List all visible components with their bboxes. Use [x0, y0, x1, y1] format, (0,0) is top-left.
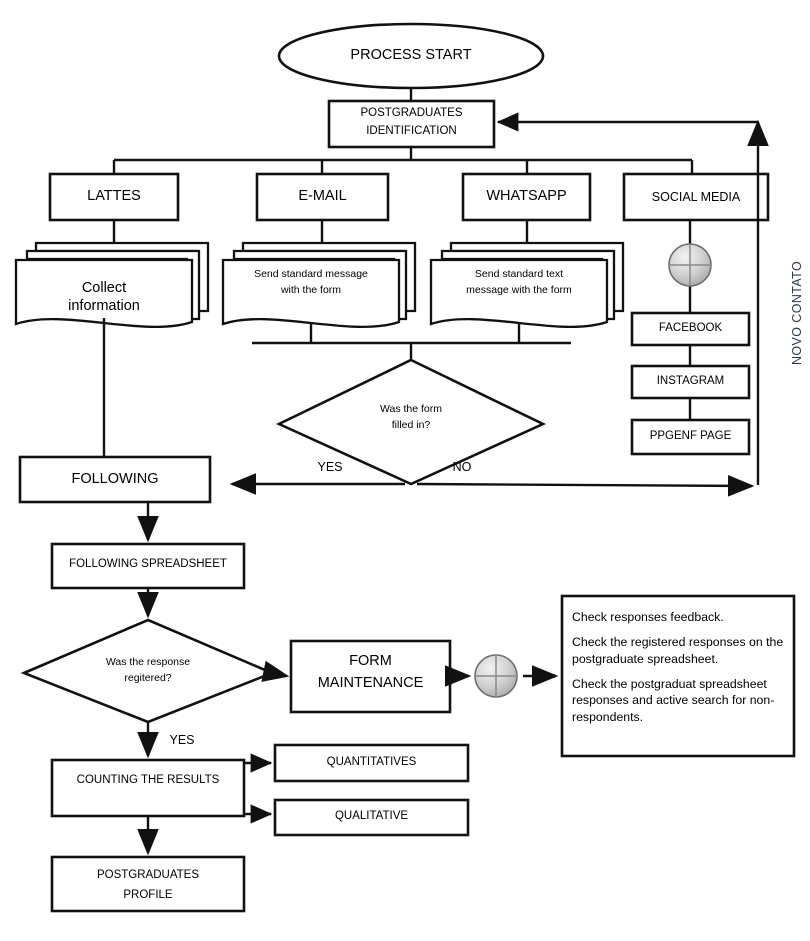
node-postgraduates-identification: [327, 99, 496, 149]
edge-no-branch: [416, 475, 755, 497]
label-novo-contato: NOVO CONTATO: [790, 260, 804, 365]
node-form-maintenance: [289, 639, 452, 714]
node-following-spreadsheet: [50, 542, 246, 590]
note-line-2: Check the registered responses on the po…: [572, 635, 784, 666]
edge-decision-to-form-maintenance: [261, 660, 290, 682]
note-panel-box: [560, 594, 796, 758]
node-ppgenf-page: [630, 418, 751, 456]
node-send-standard-message: [221, 241, 417, 329]
note-panel-text: Check responses feedback. Check the regi…: [572, 609, 786, 734]
connector-circle-form-maintenance: [474, 654, 518, 698]
note-line-1: Check responses feedback.: [572, 610, 724, 624]
node-decision-form-filled: [275, 358, 547, 486]
node-whatsapp: [461, 172, 592, 222]
node-email: [255, 172, 390, 222]
node-postgraduates-profile: [50, 855, 246, 913]
node-send-standard-text-message: [429, 241, 625, 329]
node-decision-response-registered: [20, 618, 276, 724]
node-instagram: [630, 364, 751, 400]
node-counting-the-results: [50, 758, 246, 818]
node-social-media: [622, 172, 770, 222]
node-quantitatives: [273, 743, 470, 783]
node-facebook: [630, 311, 751, 347]
note-line-3: Check the postgraduat spreadsheet respon…: [572, 677, 775, 724]
node-collect-information: [14, 241, 210, 329]
connector-circle-social: [668, 243, 712, 287]
node-following: [18, 455, 212, 504]
node-qualitative: [273, 798, 470, 837]
node-process-start: [277, 22, 545, 90]
node-lattes: [48, 172, 180, 222]
